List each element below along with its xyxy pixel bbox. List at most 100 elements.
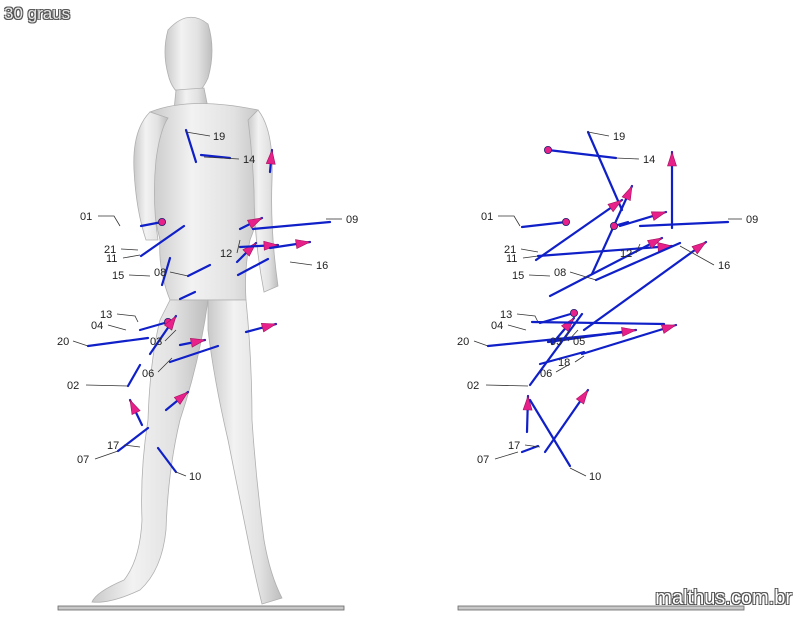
right-vector-23 (543, 388, 590, 454)
right-vector-3 (667, 150, 677, 230)
left-vector-22 (128, 398, 144, 427)
leader-line (72, 340, 89, 347)
leader-line (116, 313, 139, 323)
label-lbl-07: 07 (77, 450, 119, 466)
vectors-left (86, 128, 332, 474)
label-rlbl-06: 06 (540, 363, 571, 380)
leader-line (94, 450, 119, 460)
label-rlbl-08: 08 (554, 267, 597, 281)
label-lbl-14: 14 (203, 154, 255, 166)
label-rlbl-21: 21 (504, 244, 539, 256)
label-text: 13 (500, 309, 512, 321)
label-rlbl-04: 04 (491, 320, 527, 332)
ground-line-left (57, 605, 345, 611)
label-text: 08 (154, 267, 166, 279)
label-text: 07 (477, 454, 489, 466)
leader-line (498, 215, 521, 227)
label-lbl-10: 10 (175, 471, 201, 483)
left-vector-6 (238, 216, 264, 231)
label-rlbl-17: 17 (508, 440, 541, 452)
left-vector-18 (178, 337, 207, 348)
leader-line (574, 355, 585, 363)
label-text: 15 (512, 270, 524, 282)
label-text: 12 (620, 248, 632, 260)
label-lbl-01: 01 (80, 211, 121, 227)
label-lbl-20: 20 (57, 336, 89, 348)
label-text: 06 (540, 368, 552, 380)
label-text: 04 (491, 320, 503, 332)
label-text: 03 (550, 336, 562, 348)
label-text: 03 (150, 336, 162, 348)
leader-line (563, 329, 571, 342)
leader-line (485, 384, 529, 387)
label-text: 02 (467, 380, 479, 392)
label-lbl-02: 02 (67, 380, 129, 392)
label-rlbl-18: 18 (558, 355, 585, 369)
label-lbl-09: 09 (326, 214, 358, 226)
right-vector-2 (544, 145, 618, 160)
label-text: 12 (220, 248, 232, 260)
label-lbl-11: 11 (106, 253, 141, 265)
left-vector-14 (178, 290, 197, 301)
right-vector-4 (520, 217, 571, 229)
label-text: 11 (506, 253, 517, 265)
left-vector-4 (139, 217, 166, 228)
leader-line (567, 329, 579, 342)
label-rlbl-07: 07 (477, 451, 519, 466)
leader-line (520, 248, 539, 253)
label-lbl-06: 06 (142, 357, 173, 380)
label-text: 10 (189, 471, 201, 483)
label-text: 02 (67, 380, 79, 392)
right-vector-5 (534, 198, 624, 262)
leader-line (123, 444, 141, 448)
leader-line (175, 471, 187, 477)
leader-line (122, 254, 141, 259)
figure-left-arm (133, 111, 169, 241)
label-text: 09 (346, 214, 358, 226)
left-vector-9 (236, 257, 270, 277)
figure-left-leg (91, 299, 209, 603)
leader-line (507, 324, 527, 331)
left-vector-20 (126, 363, 142, 388)
label-lbl-04: 04 (91, 320, 127, 332)
label-text: 20 (457, 336, 469, 348)
leader-line (569, 467, 587, 477)
leader-line (587, 131, 610, 137)
label-text: 21 (104, 244, 116, 256)
leader-line (236, 239, 241, 254)
leader-line (98, 215, 121, 227)
label-text: 16 (316, 260, 328, 272)
label-rlbl-13: 13 (500, 309, 539, 323)
label-text: 08 (554, 267, 566, 279)
label-text: 15 (112, 270, 124, 282)
right-vector-6 (590, 184, 634, 276)
label-text: 13 (100, 309, 112, 321)
left-vector-2 (199, 153, 232, 160)
leader-line (635, 243, 641, 254)
label-rlbl-02: 02 (467, 380, 529, 392)
leader-line (522, 255, 539, 259)
right-vector-19 (580, 323, 678, 356)
label-text: 20 (57, 336, 69, 348)
label-rlbl-05: 05 (567, 329, 585, 348)
left-vector-12 (160, 256, 172, 287)
right-vector-9 (610, 220, 630, 230)
right-vector-11 (594, 241, 682, 282)
label-text: 17 (107, 440, 119, 452)
label-rlbl-14: 14 (615, 154, 655, 166)
leader-line (120, 248, 139, 251)
right-vector-16 (530, 320, 666, 326)
view-angle-title: 30 graus (4, 4, 71, 23)
left-vector-1 (184, 128, 198, 164)
left-vector-24 (116, 426, 150, 453)
label-rlbl-19: 19 (587, 131, 625, 143)
leader-line (569, 271, 597, 281)
label-text: 06 (142, 368, 154, 380)
left-vector-11 (268, 239, 312, 250)
leader-line (555, 363, 571, 373)
site-watermark: malthus.com.br (655, 587, 792, 609)
leader-line (528, 274, 551, 277)
leader-line (157, 357, 173, 373)
label-rlbl-20: 20 (457, 336, 489, 348)
label-lbl-17: 17 (107, 440, 141, 452)
